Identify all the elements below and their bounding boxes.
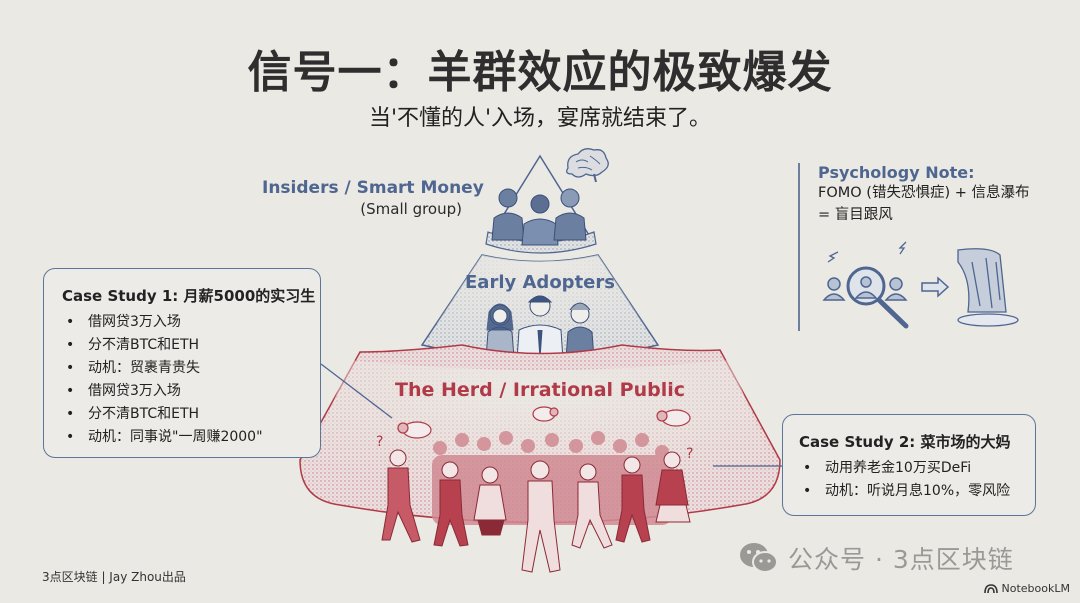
notebooklm-logo-icon: [983, 583, 998, 593]
tier-herd: ? ?: [299, 344, 781, 573]
psychology-note-line1: FOMO (错失恐惧症) + 信息瀑布: [818, 185, 1030, 201]
watermark-text: 公众号 · 3点区块链: [788, 545, 1014, 574]
connector-line-case1: [320, 363, 393, 419]
psychology-note: Psychology Note: FOMO (错失恐惧症) + 信息瀑布 = 盲…: [798, 163, 1058, 331]
case-study-1-card: Case Study 1: 月薪5000的实习生 借网贷3万入场 分不清BTC和…: [43, 268, 321, 458]
tier-label-insiders: Insiders / Smart Money (Small group): [262, 178, 484, 218]
list-item: 动机：听说月息10%，零风险: [799, 480, 1019, 503]
list-item: 分不清BTC和ETH: [62, 403, 302, 426]
tier-label-herd: The Herd / Irrational Public: [394, 379, 685, 401]
arrow-right-icon: [921, 276, 950, 298]
case-study-2-title: Case Study 2: 菜市场的大妈: [799, 433, 1011, 451]
list-item: 借网贷3万入场: [62, 380, 302, 403]
brain-icon: [566, 148, 609, 183]
wechat-watermark: 公众号 · 3点区块链: [738, 540, 1014, 576]
brand-text: NotebookLM: [1001, 582, 1070, 595]
list-item: 动机：同事说"一周赚2000": [62, 426, 302, 449]
crowd-magnifier-icon: [822, 241, 909, 329]
page-title: 信号一：羊群效应的极致爆发: [247, 47, 833, 98]
insiders-sublabel: (Small group): [360, 200, 462, 218]
psychology-note-line2: = 盲目跟风: [818, 207, 893, 223]
question-mark-icon: ?: [686, 446, 693, 462]
notebooklm-brand: NotebookLM: [983, 582, 1070, 595]
case-study-2-card: Case Study 2: 菜市场的大妈 动用养老金10万买DeFi 动机：听说…: [782, 414, 1036, 516]
wechat-icon: [740, 543, 778, 573]
case-study-1-list: 借网贷3万入场 分不清BTC和ETH 动机：贸裹青贵失 借网贷3万入场 分不清B…: [62, 311, 302, 449]
psychology-note-title: Psychology Note:: [818, 163, 975, 182]
tier-early-adopters: [420, 254, 660, 361]
list-item: 动机：贸裹青贵失: [62, 357, 302, 380]
waterfall-icon: [957, 248, 1019, 327]
case-study-2-list: 动用养老金10万买DeFi 动机：听说月息10%，零风险: [799, 457, 1019, 503]
tier-insiders: [485, 148, 609, 254]
question-mark-icon: ?: [376, 434, 383, 450]
list-item: 借网贷3万入场: [62, 311, 302, 334]
footer-credit: 3点区块链 | Jay Zhou出品: [42, 570, 186, 584]
tier-label-early-adopters: Early Adopters: [465, 272, 615, 293]
list-item: 动用养老金10万买DeFi: [799, 457, 1019, 480]
case-study-1-title: Case Study 1: 月薪5000的实习生: [62, 287, 316, 305]
insiders-title: Insiders / Smart Money: [262, 178, 484, 198]
list-item: 分不清BTC和ETH: [62, 334, 302, 357]
sheep-icon: [397, 406, 691, 439]
page-subtitle: 当'不懂的人'入场，宴席就结束了。: [368, 106, 712, 131]
